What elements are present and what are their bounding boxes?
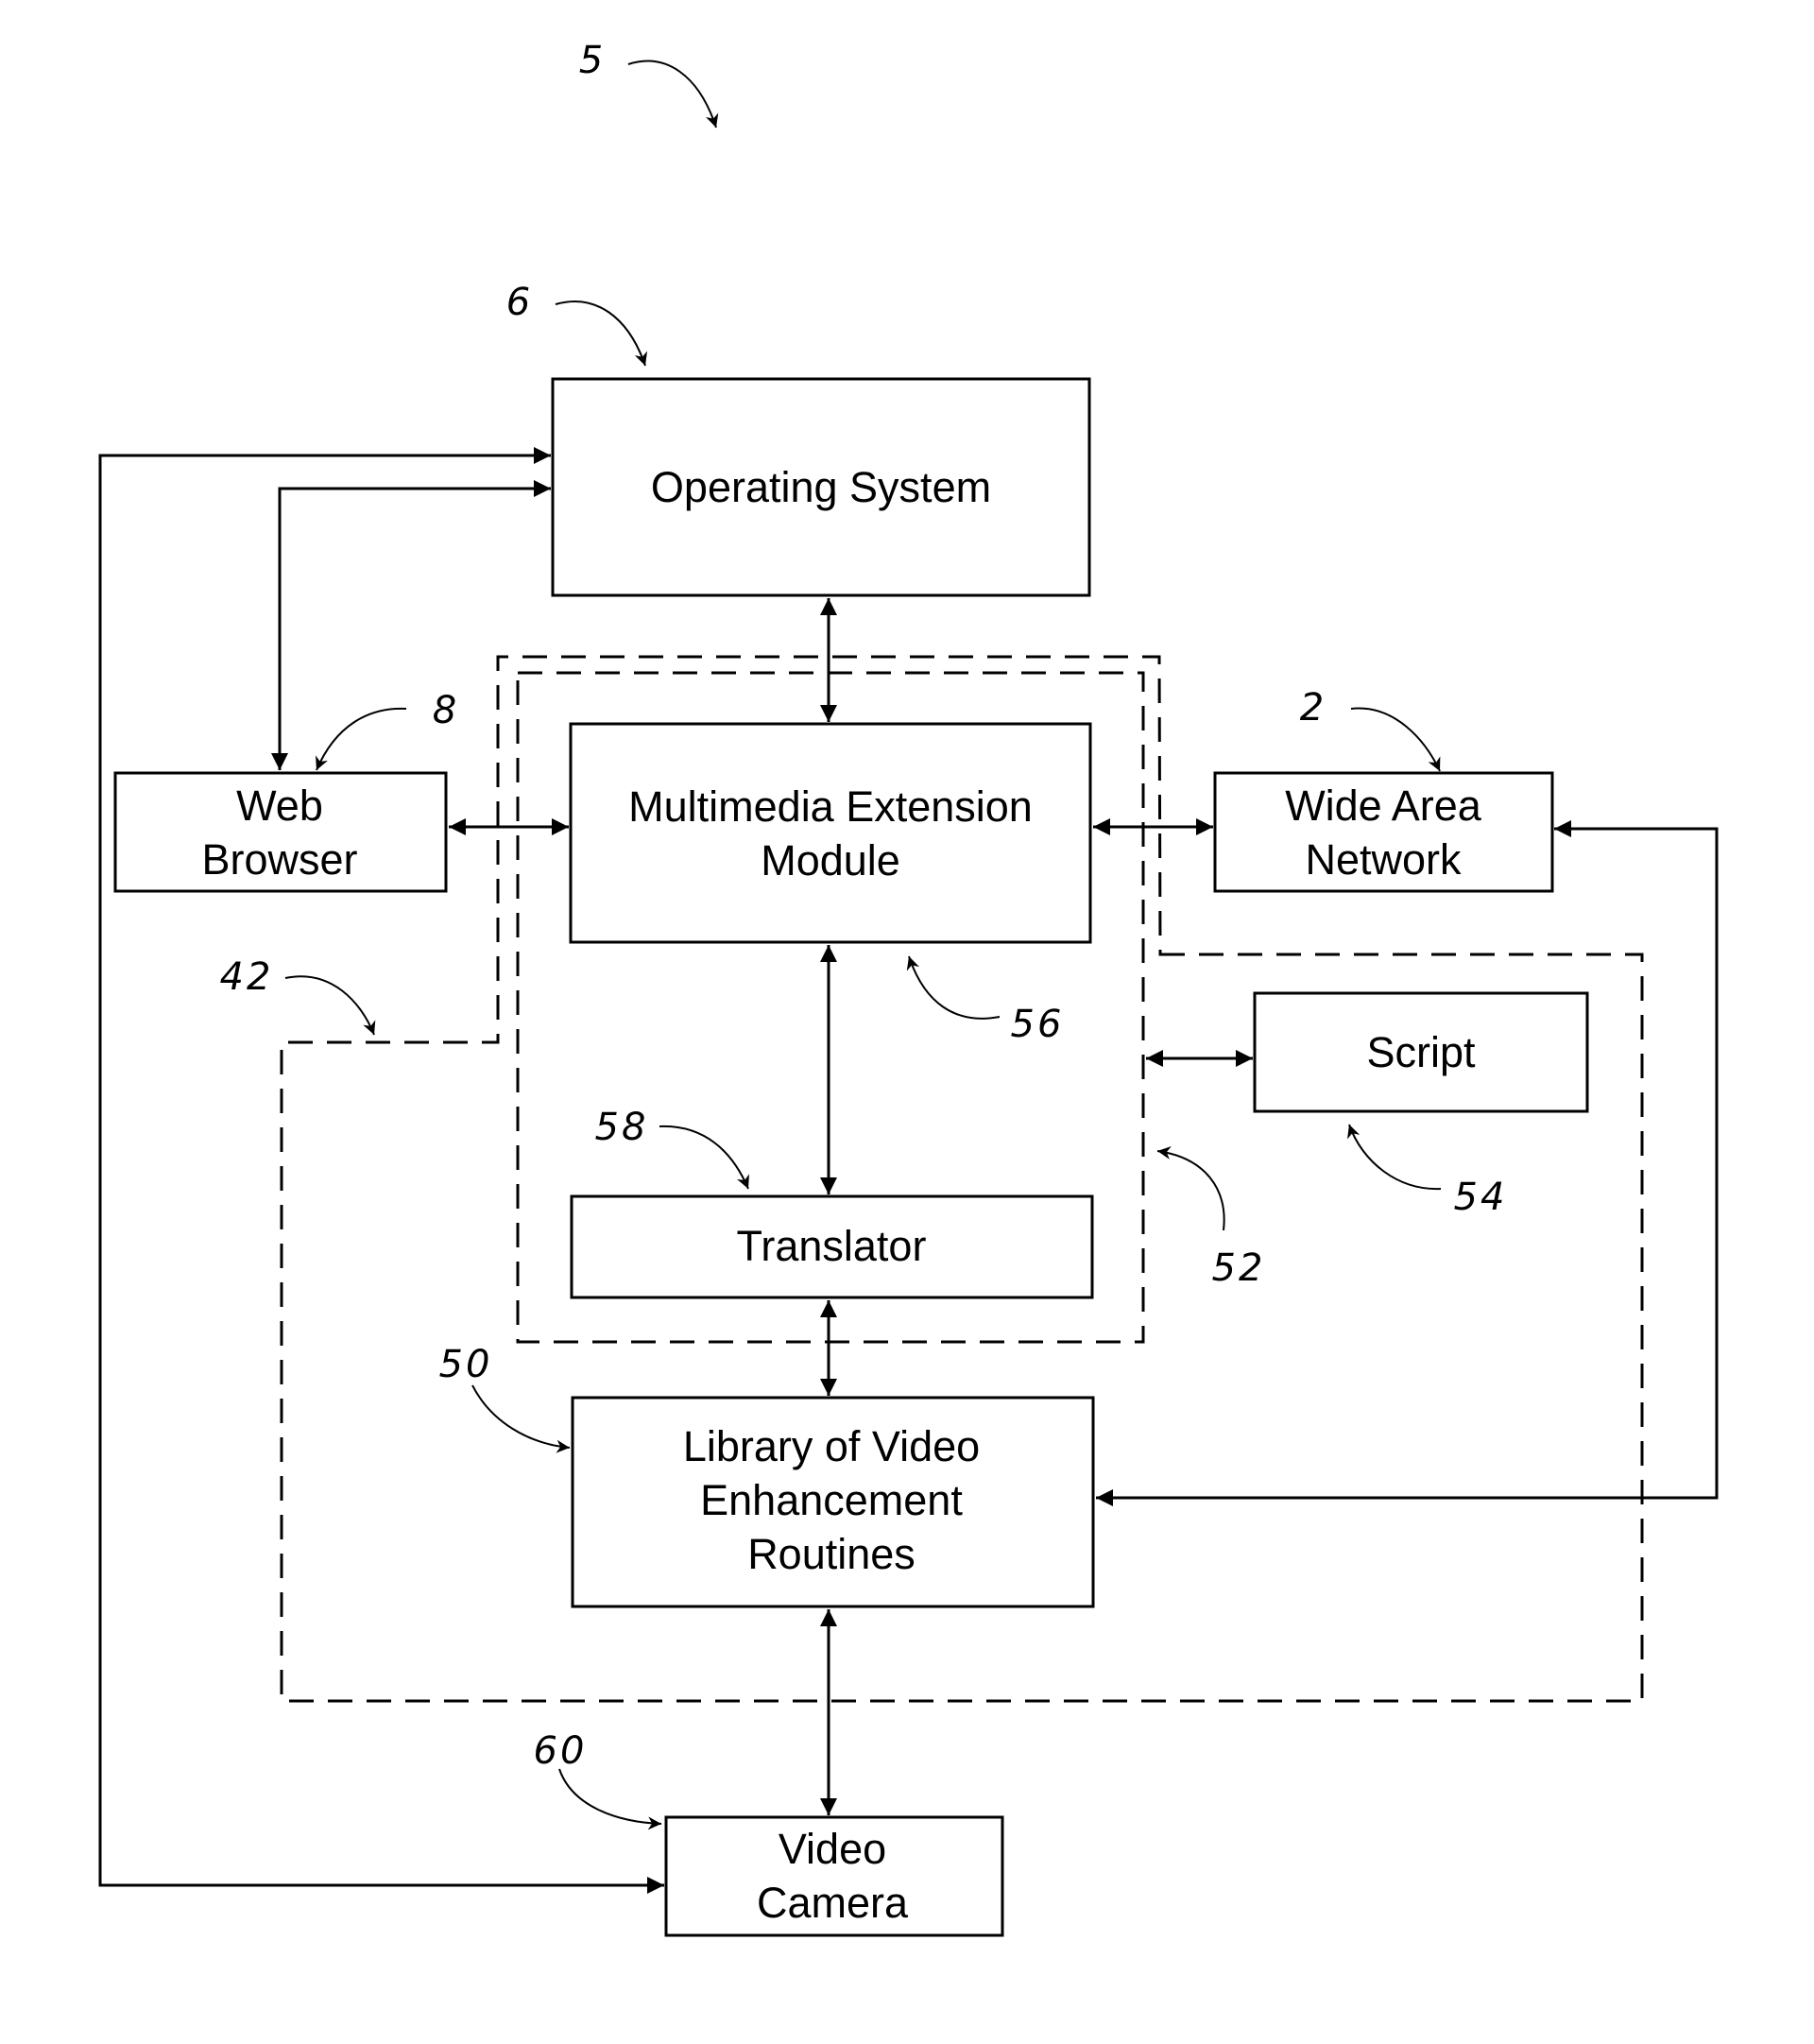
- script-label: Script: [1366, 1028, 1476, 1076]
- ref-numeral-54: 54: [1454, 1176, 1508, 1219]
- ref-numeral-60: 60: [534, 1729, 588, 1773]
- leader-50: [472, 1385, 570, 1448]
- ref-numeral-42: 42: [220, 955, 274, 999]
- leader-42: [285, 976, 374, 1035]
- leader-6: [556, 301, 645, 366]
- network-library-arrow: [1096, 829, 1717, 1498]
- library-label-line3: Routines: [747, 1530, 916, 1578]
- leader-54: [1349, 1125, 1441, 1189]
- ref-numeral-52: 52: [1212, 1246, 1266, 1290]
- ref-numeral-50: 50: [439, 1343, 493, 1386]
- leader-60: [559, 1769, 661, 1824]
- ref-numeral-5: 5: [579, 39, 606, 82]
- multimedia-module-label-line2: Module: [761, 836, 900, 885]
- leader-52: [1157, 1151, 1224, 1230]
- operating-system-label: Operating System: [651, 463, 991, 511]
- wide-area-network-label-line2: Network: [1305, 835, 1462, 884]
- web-browser-label-line2: Browser: [201, 835, 357, 884]
- web-browser-label-line1: Web: [236, 782, 323, 830]
- ref-numeral-6: 6: [506, 281, 533, 324]
- library-label-line2: Enhancement: [700, 1476, 963, 1524]
- video-camera-label-line1: Video: [779, 1825, 886, 1873]
- os-browser-arrow: [280, 489, 551, 770]
- camera-os-arrow: [100, 455, 664, 1885]
- leader-5: [628, 61, 716, 128]
- translator-label: Translator: [737, 1222, 927, 1270]
- library-label-line1: Library of Video: [683, 1422, 980, 1470]
- video-camera-label-line2: Camera: [757, 1879, 909, 1927]
- ref-numeral-8: 8: [433, 689, 459, 732]
- multimedia-module-label-line1: Multimedia Extension: [628, 782, 1033, 831]
- ref-numeral-56: 56: [1011, 1003, 1065, 1046]
- ref-numeral-58: 58: [595, 1106, 649, 1149]
- leader-2: [1351, 709, 1440, 771]
- leader-8: [317, 709, 406, 770]
- multimedia-module-box: [571, 724, 1090, 942]
- leader-58: [659, 1126, 748, 1189]
- wide-area-network-label-line1: Wide Area: [1285, 782, 1482, 830]
- ref-numeral-2: 2: [1300, 686, 1326, 730]
- leader-56: [909, 956, 1000, 1019]
